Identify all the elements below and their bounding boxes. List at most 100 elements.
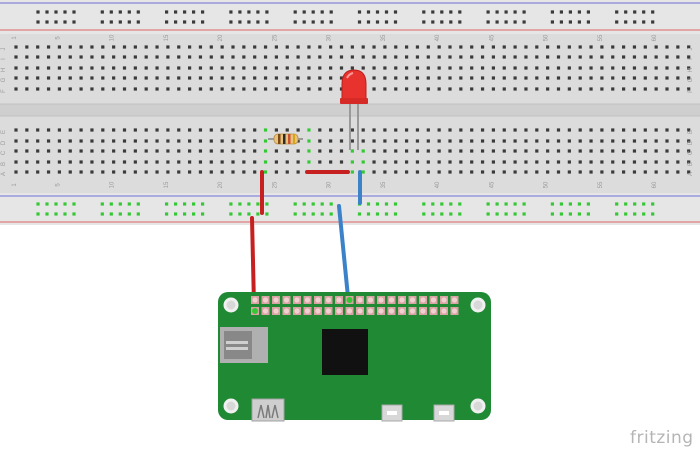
rail-hole [127,202,131,206]
breadboard-hole [535,139,539,143]
rail-hole [559,20,563,24]
breadboard-hole [307,139,311,143]
breadboard-hole [480,66,485,70]
rail-hole [440,20,444,24]
breadboard-hole [383,76,387,80]
breadboard-hole [491,66,495,70]
breadboard-hole [198,149,203,153]
breadboard-hole [253,87,257,91]
breadboard-hole [220,66,224,70]
rail-hole [72,20,76,24]
rail-hole [504,202,508,206]
breadboard-hole [524,55,528,59]
breadboard-hole [36,149,40,153]
breadboard-hole [318,55,322,59]
breadboard-hole [643,55,647,59]
breadboard-hole [307,66,311,70]
breadboard-hole [253,66,257,70]
breadboard-hole [383,139,387,143]
rail-hole [486,212,490,216]
breadboard-hole [296,149,300,153]
breadboard-hole [274,45,278,49]
breadboard-hole [36,66,40,70]
row-letter: F [688,89,694,93]
breadboard-hole [535,66,539,70]
breadboard-hole [242,139,246,143]
breadboard-hole [90,45,94,49]
breadboard-hole [339,128,344,132]
breadboard-hole [90,149,94,153]
breadboard-hole [242,76,246,80]
rail-hole [329,212,333,216]
breadboard-hole [198,45,203,49]
rail-hole [486,202,490,206]
gpio-pin [346,308,353,314]
breadboard-hole [101,139,105,143]
rail-hole [458,212,462,216]
breadboard-hole [676,128,680,132]
rail-hole [449,20,453,24]
breadboard-hole [155,87,159,91]
breadboard-hole [437,76,441,80]
breadboard-hole [112,76,116,80]
breadboard-hole [632,170,637,174]
breadboard-hole [361,139,365,143]
breadboard-hole [101,66,105,70]
rail-hole [495,202,499,206]
breadboard-hole [535,160,539,164]
rail-hole [633,10,637,14]
rail-hole [375,212,380,216]
rail-hole [431,212,435,216]
breadboard-hole [394,66,398,70]
breadboard-hole [426,55,430,59]
breadboard-hole [654,66,658,70]
rail-hole [72,212,76,216]
breadboard-hole [589,149,593,153]
breadboard-hole [122,170,127,174]
breadboard-hole [459,170,463,174]
breadboard-hole [491,170,495,174]
rail-hole [183,10,187,14]
row-letter: J [1,48,7,51]
breadboard-hole [687,55,691,59]
breadboard-hole [177,160,181,164]
rail-hole [329,202,333,206]
rail-hole [586,10,590,14]
breadboard-hole [535,55,539,59]
breadboard-hole [426,139,430,143]
rail-hole [192,202,196,206]
breadboard-hole [112,66,116,70]
breadboard-hole [513,170,517,174]
breadboard-hole [470,139,474,143]
breadboard-hole [589,87,593,91]
breadboard-hole [415,170,420,174]
breadboard-hole [632,139,637,143]
breadboard-hole [307,45,311,49]
row-letter: D [688,140,694,145]
breadboard-hole [622,139,626,143]
breadboard-hole [133,170,137,174]
breadboard-hole [513,76,517,80]
breadboard-hole [155,55,159,59]
breadboard-hole [622,66,626,70]
rail-hole [651,10,655,14]
breadboard-hole [253,139,257,143]
breadboard-hole [361,170,365,174]
breadboard-hole [372,45,376,49]
breadboard-hole [383,45,387,49]
breadboard-hole [57,170,61,174]
breadboard-hole [198,160,203,164]
rail-hole [615,20,619,24]
breadboard-hole [470,149,474,153]
breadboard-hole [622,45,626,49]
breadboard-hole [112,139,116,143]
rail-hole [568,202,572,206]
breadboard-hole [589,128,593,132]
column-number: 25 [272,34,278,41]
breadboard-hole [470,55,474,59]
breadboard-hole [643,149,647,153]
breadboard-hole [578,170,582,174]
breadboard-hole [318,66,322,70]
breadboard-hole [57,45,61,49]
breadboard-hole [643,139,647,143]
